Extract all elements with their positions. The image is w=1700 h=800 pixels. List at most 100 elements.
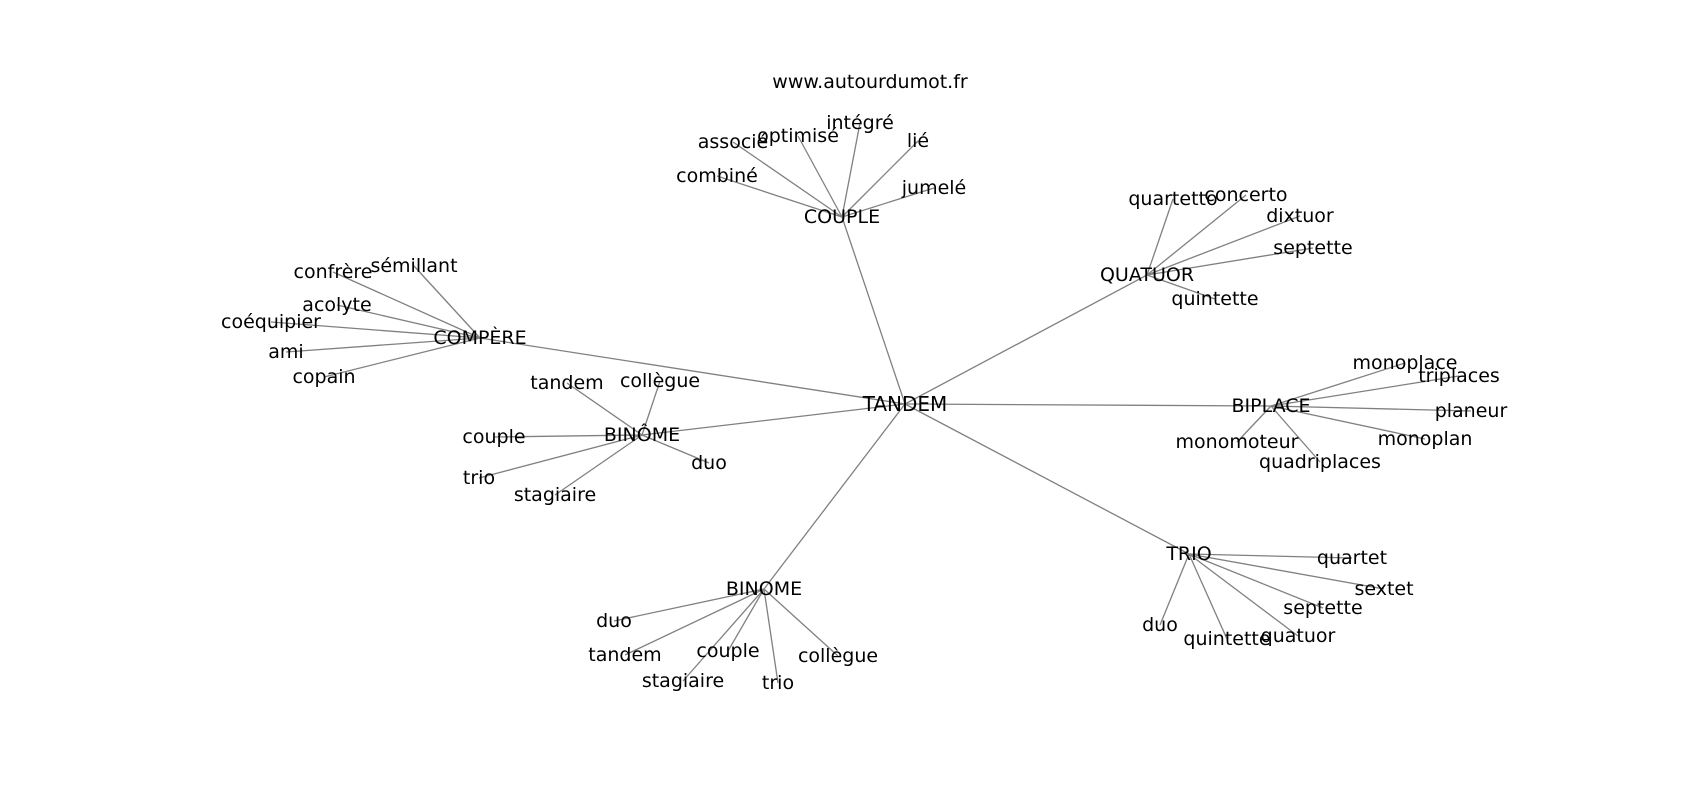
edge-couple-integre (841, 122, 861, 218)
edge-compere-ami (285, 337, 481, 353)
edge-binome-collegue (641, 380, 661, 436)
word-node-quintette: quintette (1183, 628, 1270, 650)
word-node-lie: lié (907, 130, 929, 152)
group-node-compere: COMPÈRE (433, 326, 526, 349)
edge-binome-couple (493, 434, 643, 438)
edge-trio-septette (1188, 553, 1324, 609)
word-node-monoplace: monoplace (1353, 352, 1458, 374)
word-node-quartetto: quartetto (1128, 188, 1217, 210)
edge-couple-lie (841, 140, 919, 218)
word-node-collegue: collègue (620, 370, 700, 392)
edges (270, 122, 1472, 684)
word-node-duo: duo (596, 610, 632, 632)
edge-trio-duo (1159, 553, 1190, 626)
word-node-acolyte: acolyte (302, 294, 371, 316)
word-node-tandem: tandem (530, 372, 603, 394)
word-node-stagiaire: stagiaire (642, 670, 724, 692)
word-node-trio: trio (463, 467, 495, 489)
word-node-tandem: tandem (588, 644, 661, 666)
edge-binome-duo (641, 434, 710, 464)
word-node-monoplan: monoplan (1378, 428, 1473, 450)
word-node-septette: septette (1283, 597, 1362, 619)
edge-trio-sextet (1188, 553, 1385, 590)
edge-couple-associe (732, 141, 843, 218)
edge-root-binome (641, 403, 906, 436)
group-node-biplace: BIPLACE (1231, 395, 1310, 417)
word-node-monomoteur: monomoteur (1176, 431, 1299, 453)
word-node-quintette: quintette (1171, 288, 1258, 310)
edge-biplace-monoplan (1270, 405, 1426, 440)
edge-quatuor-quintette (1146, 274, 1216, 300)
edge-couple-jumele (841, 187, 935, 218)
word-node-optimise: optimisé (757, 125, 839, 147)
word-node-combine: combiné (676, 165, 758, 187)
word-node-confrere: confrère (294, 261, 373, 283)
edge-compere-acolyte (336, 304, 481, 339)
edge-compere-confrere (332, 271, 481, 339)
edge-compere-copain (323, 337, 481, 378)
word-node-trio: trio (762, 672, 794, 694)
word-node-integre: intégré (826, 112, 894, 134)
edge-binome-stagiaire (554, 434, 643, 496)
edge-binome-collegue (763, 588, 839, 657)
word-node-triplaces: triplaces (1418, 365, 1500, 387)
edge-binome-trio (763, 588, 779, 684)
word-node-semillant: sémillant (370, 255, 457, 277)
edge-trio-quatuor (1188, 553, 1299, 637)
edge-binome-stagiaire (682, 588, 765, 682)
edge-biplace-monomoteur (1236, 405, 1272, 443)
word-node-quartet: quartet (1317, 547, 1387, 569)
site-url: www.autourdumot.fr (772, 71, 968, 93)
edge-quatuor-concerto (1146, 194, 1247, 276)
edge-quatuor-septette (1146, 247, 1314, 276)
word-node-duo: duo (691, 452, 727, 474)
word-node-quadriplaces: quadriplaces (1259, 451, 1381, 473)
word-node-ami: ami (268, 341, 303, 363)
group-node-binome: BINÔME (604, 422, 680, 446)
edge-compere-coequipier (270, 321, 481, 339)
edge-trio-quintette (1188, 553, 1228, 640)
edge-binome-tandem (624, 588, 765, 656)
edge-biplace-monoplace (1270, 362, 1406, 407)
edge-root-biplace (904, 403, 1272, 407)
word-node-collegue: collègue (798, 645, 878, 667)
word-node-associe: associé (698, 131, 768, 153)
edge-binome-trio (478, 434, 643, 479)
edge-root-couple (841, 216, 906, 405)
word-node-sextet: sextet (1354, 578, 1413, 600)
edge-binome-tandem (566, 382, 643, 436)
labels: www.autourdumot.fr TANDEMCOUPLEassociéop… (221, 71, 1507, 694)
edge-couple-optimise (797, 135, 843, 218)
word-node-couple: couple (462, 426, 525, 448)
word-node-coequipier: coéquipier (221, 311, 321, 333)
edge-root-binome (763, 403, 906, 590)
edge-trio-quartet (1188, 553, 1353, 559)
edge-quatuor-dixtuor (1146, 215, 1301, 276)
root-node-label: TANDEM (862, 392, 948, 416)
word-node-duo: duo (1142, 614, 1178, 636)
edge-biplace-planeur (1270, 405, 1472, 412)
edge-quatuor-quartetto (1146, 198, 1174, 276)
word-node-stagiaire: stagiaire (514, 484, 596, 506)
word-node-quatuor: quatuor (1261, 625, 1336, 647)
word-node-copain: copain (292, 366, 355, 388)
edge-compere-semillant (413, 265, 481, 339)
edge-root-quatuor (904, 274, 1148, 405)
edge-binome-duo (613, 588, 765, 622)
group-node-trio: TRIO (1165, 543, 1211, 565)
group-node-quatuor: QUATUOR (1100, 264, 1194, 286)
word-node-planeur: planeur (1435, 400, 1508, 422)
group-node-binome: BINOME (726, 578, 802, 600)
edge-binome-couple (727, 588, 765, 652)
edge-root-trio (904, 403, 1190, 555)
word-node-couple: couple (696, 640, 759, 662)
word-node-jumele: jumelé (901, 177, 967, 199)
edge-root-compere (479, 337, 906, 405)
edge-biplace-triplaces (1270, 375, 1460, 407)
word-node-concerto: concerto (1204, 184, 1287, 206)
word-node-septette: septette (1273, 237, 1352, 259)
edge-couple-combine (716, 175, 843, 218)
word-node-dixtuor: dixtuor (1266, 205, 1334, 227)
edge-biplace-quadriplaces (1270, 405, 1321, 463)
